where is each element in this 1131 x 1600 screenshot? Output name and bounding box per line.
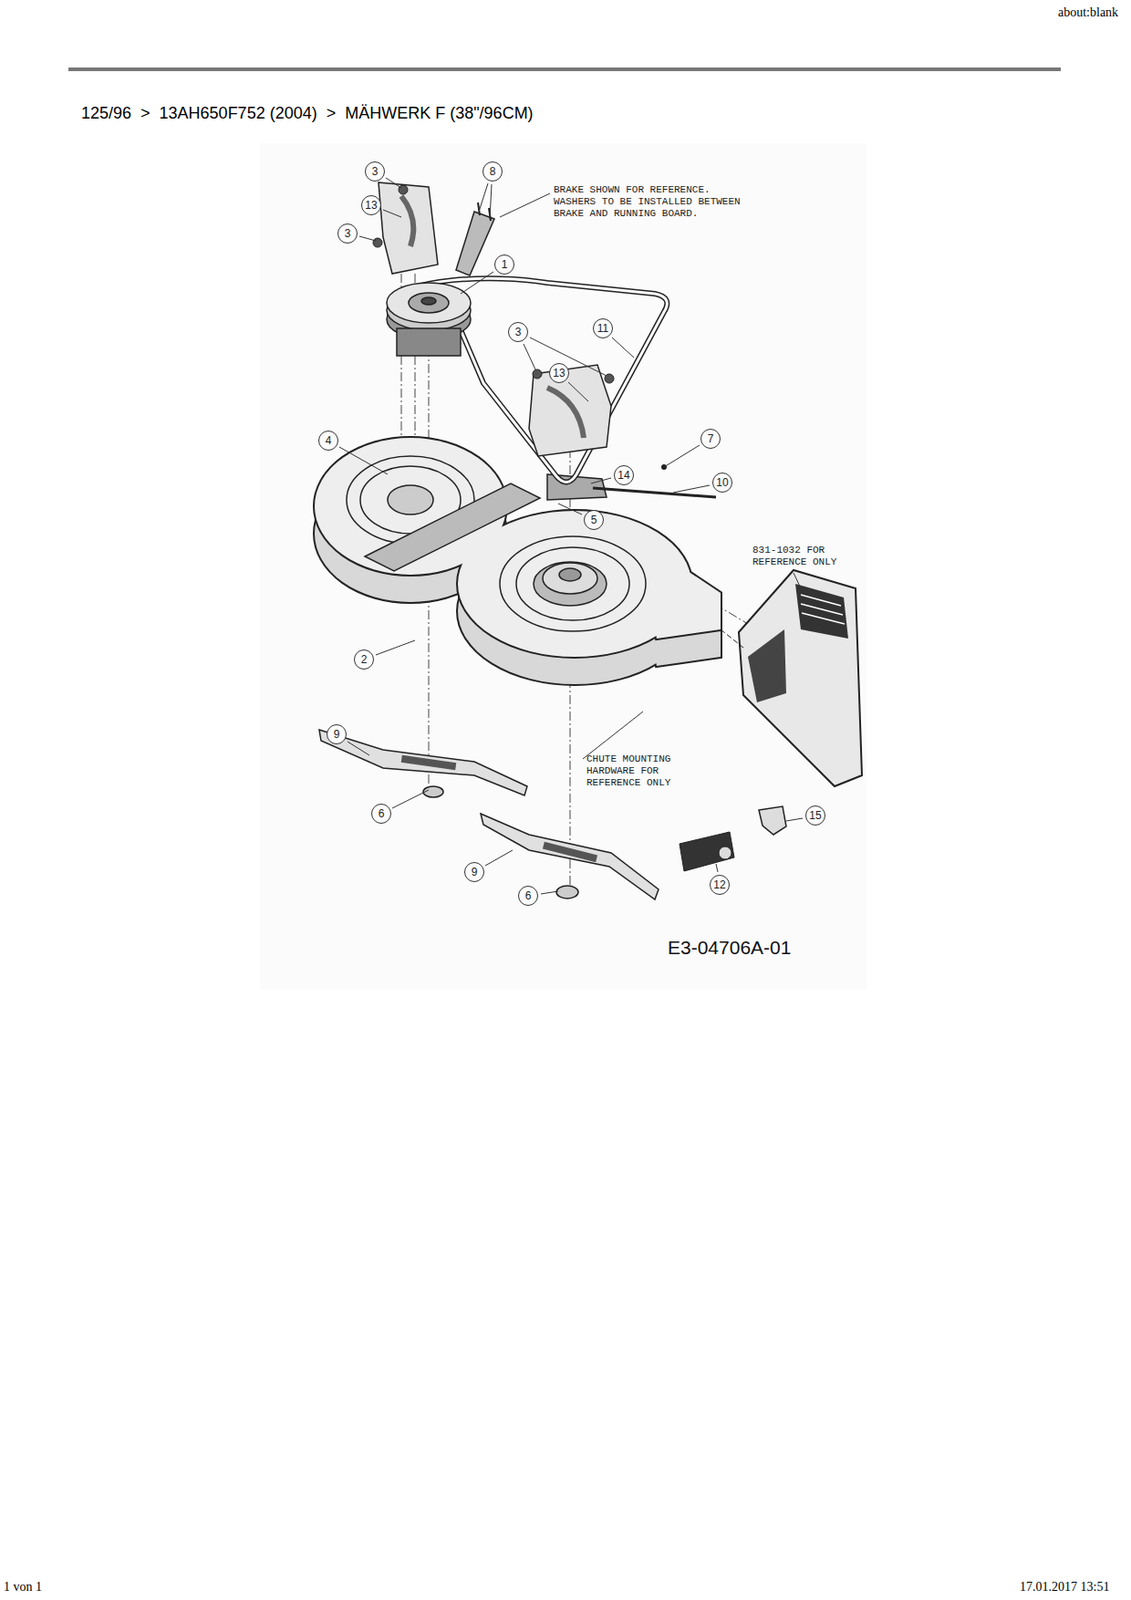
- note-text: 831-1032 FOR REFERENCE ONLY: [752, 544, 844, 569]
- callout-number: 3: [364, 161, 385, 182]
- callout-number: 4: [318, 430, 339, 451]
- callout-number: 13: [361, 195, 382, 216]
- callout-number: 6: [518, 885, 539, 906]
- callout-number: 9: [326, 724, 347, 745]
- callout-number: 3: [508, 321, 529, 343]
- callout-number: 9: [464, 861, 485, 882]
- callout-number: 11: [592, 318, 613, 339]
- callout-number: 7: [700, 428, 721, 449]
- print-date: 17.01.2017 13:51: [1019, 1579, 1110, 1595]
- page-count: 1 von 1: [3, 1579, 42, 1595]
- callout-number: 5: [583, 509, 604, 530]
- callout-number: 14: [613, 465, 634, 486]
- callout-number: 12: [709, 874, 730, 895]
- note-text: CHUTE MOUNTING HARDWARE FOR REFERENCE ON…: [586, 753, 678, 789]
- callout-number: 10: [712, 472, 733, 493]
- callout-number: 13: [549, 363, 570, 384]
- callout-number: 3: [337, 223, 358, 244]
- browser-url: about:blank: [1058, 5, 1119, 21]
- callout-number: 15: [805, 805, 826, 826]
- page-title: 125/96 > 13AH650F752 (2004) > MÄHWERK F …: [81, 103, 534, 124]
- callout-number: 1: [494, 254, 515, 275]
- callout-number: 8: [482, 161, 503, 182]
- callout-number: 6: [371, 803, 392, 824]
- note-text: BRAKE SHOWN FOR REFERENCE. WASHERS TO BE…: [553, 184, 750, 220]
- drawing-number: E3-04706A-01: [667, 936, 791, 959]
- callout-number: 2: [353, 649, 374, 670]
